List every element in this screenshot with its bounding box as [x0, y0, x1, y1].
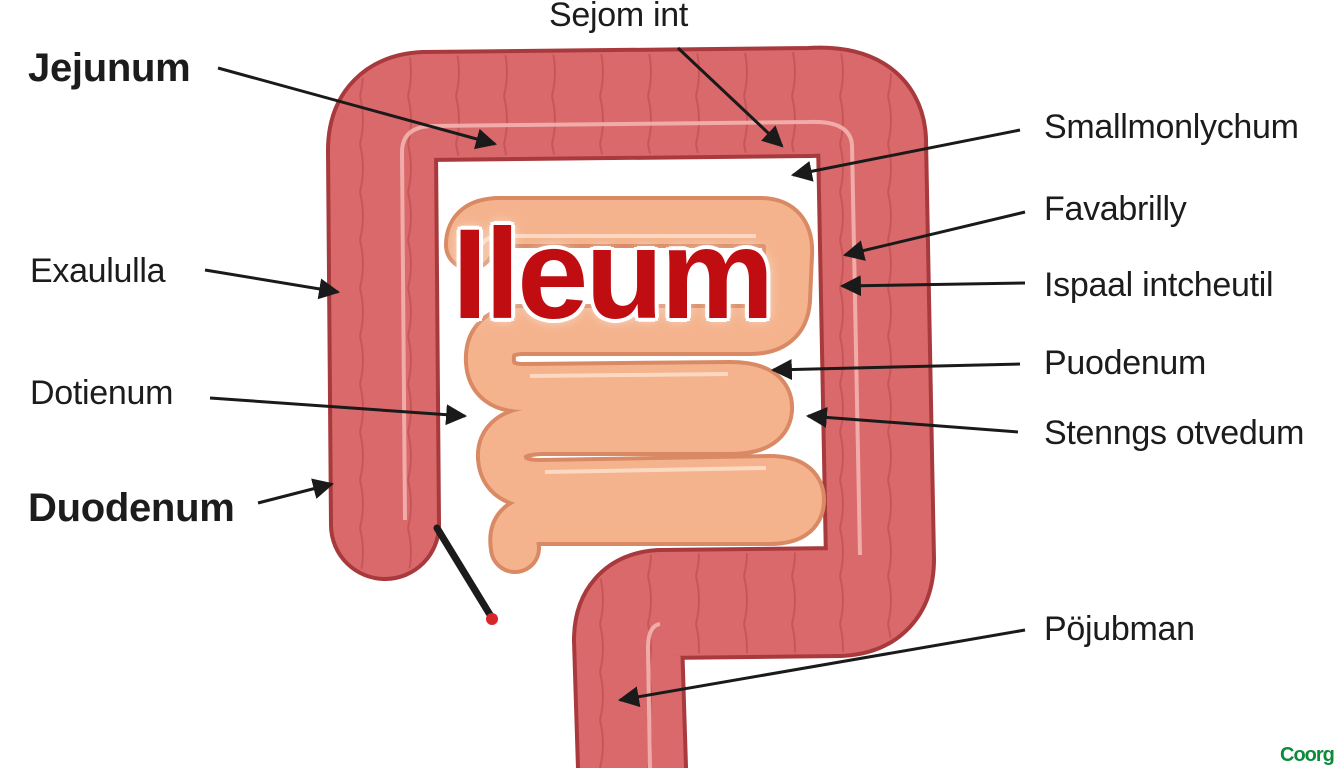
diagram-title: Ileum — [452, 203, 774, 346]
label-duodenum: Duodenum — [28, 486, 235, 530]
label-exaululla: Exaululla — [30, 252, 166, 290]
leader-lines — [204, 46, 1026, 708]
label-puodenum: Puodenum — [1044, 344, 1207, 382]
label-stenngs-otvedum: Stenngs otvedum — [1044, 414, 1305, 452]
large-intestine — [326, 45, 936, 768]
label-pojubman: Pöjubman — [1044, 610, 1195, 648]
label-jejunum: Jejunum — [28, 46, 191, 90]
small-intestine — [444, 196, 826, 574]
watermark-logo: Coorg — [1280, 744, 1335, 766]
label-ispaal-intcheutil: Ispaal intcheutil — [1044, 266, 1274, 304]
label-favabrilly: Favabrilly — [1044, 190, 1187, 228]
label-dotienum: Dotienum — [30, 374, 174, 412]
label-top: Sejom int — [549, 0, 689, 34]
label-smallmonlychum: Smallmonlychum — [1044, 108, 1299, 146]
